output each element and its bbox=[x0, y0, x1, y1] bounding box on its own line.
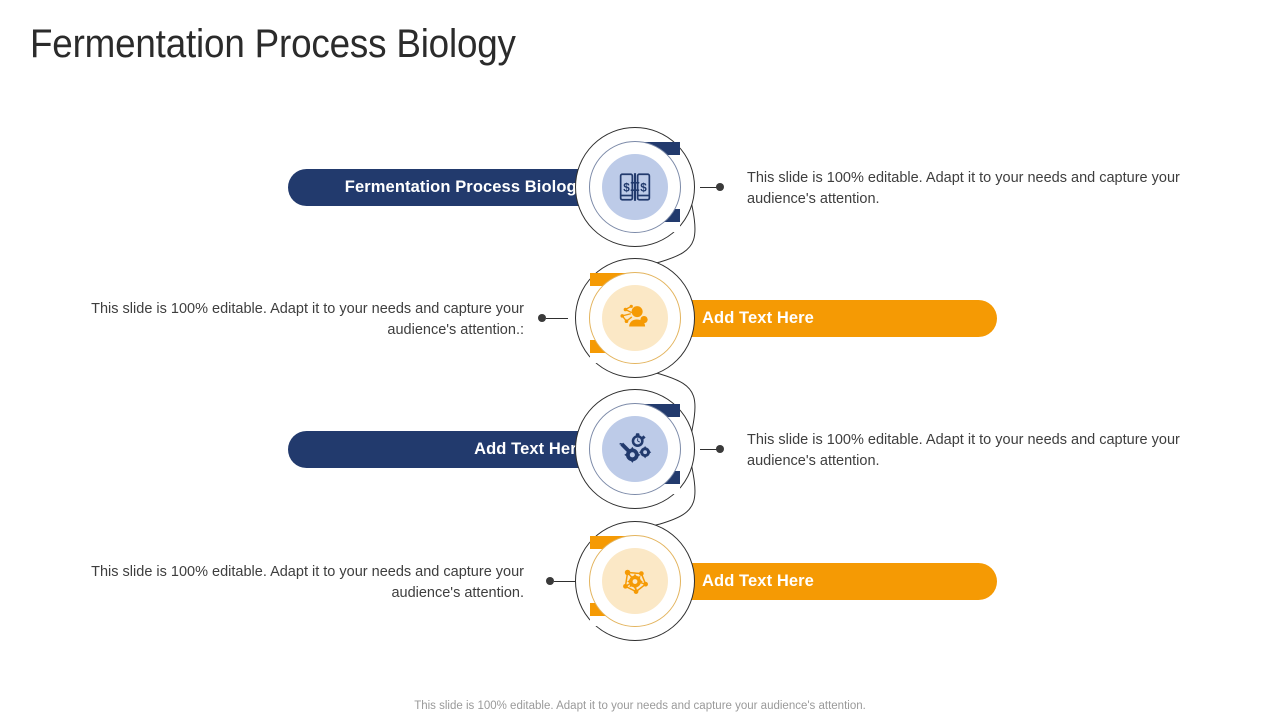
page-title: Fermentation Process Biology bbox=[30, 22, 516, 66]
row-4-pill[interactable]: Add Text Here bbox=[640, 563, 997, 600]
row-1-connector-dot bbox=[716, 183, 724, 191]
row-2-connector-stub bbox=[546, 318, 568, 319]
row-2: Add Text Here bbox=[0, 243, 1280, 393]
row-1: Fermentation Process Biology $ $ bbox=[0, 112, 1280, 262]
row-4-node[interactable] bbox=[570, 516, 700, 646]
row-4-icon-disc bbox=[602, 548, 668, 614]
row-2-pill[interactable]: Add Text Here bbox=[640, 300, 997, 337]
row-4: Add Text Here bbox=[0, 506, 1280, 656]
row-3-node[interactable] bbox=[570, 384, 700, 514]
footer-note: This slide is 100% editable. Adapt it to… bbox=[414, 700, 866, 712]
row-4-connector-dot bbox=[546, 577, 554, 585]
svg-text:$: $ bbox=[623, 181, 630, 194]
row-3-icon-disc bbox=[602, 416, 668, 482]
row-3-body-text: This slide is 100% editable. Adapt it to… bbox=[747, 432, 1180, 469]
row-2-connector-dot bbox=[538, 314, 546, 322]
row-1-node[interactable]: $ $ bbox=[570, 122, 700, 252]
row-1-pill-label: Fermentation Process Biology bbox=[344, 178, 586, 196]
row-1-body-text: This slide is 100% editable. Adapt it to… bbox=[747, 170, 1180, 207]
row-3: Add Text Here bbox=[0, 374, 1280, 524]
row-4-pill-label: Add Text Here bbox=[702, 572, 814, 590]
people-network-icon bbox=[620, 304, 648, 327]
row-2-node[interactable] bbox=[570, 253, 700, 383]
row-3-connector-stub bbox=[700, 449, 720, 450]
row-3-pill-label: Add Text Here bbox=[474, 440, 586, 458]
row-2-icon-disc bbox=[602, 285, 668, 351]
row-4-connector-stub bbox=[554, 581, 576, 582]
row-1-icon-disc: $ $ bbox=[602, 154, 668, 220]
gear-network-icon bbox=[623, 569, 648, 594]
row-1-connector-stub bbox=[700, 187, 720, 188]
svg-text:$: $ bbox=[640, 181, 647, 194]
gears-wrench-icon bbox=[619, 433, 652, 463]
row-3-connector-dot bbox=[716, 445, 724, 453]
row-2-pill-label: Add Text Here bbox=[702, 309, 814, 327]
money-transfer-icon: $ $ bbox=[619, 173, 651, 201]
row-2-body-text: This slide is 100% editable. Adapt it to… bbox=[91, 301, 524, 338]
row-4-body-text: This slide is 100% editable. Adapt it to… bbox=[91, 564, 524, 601]
